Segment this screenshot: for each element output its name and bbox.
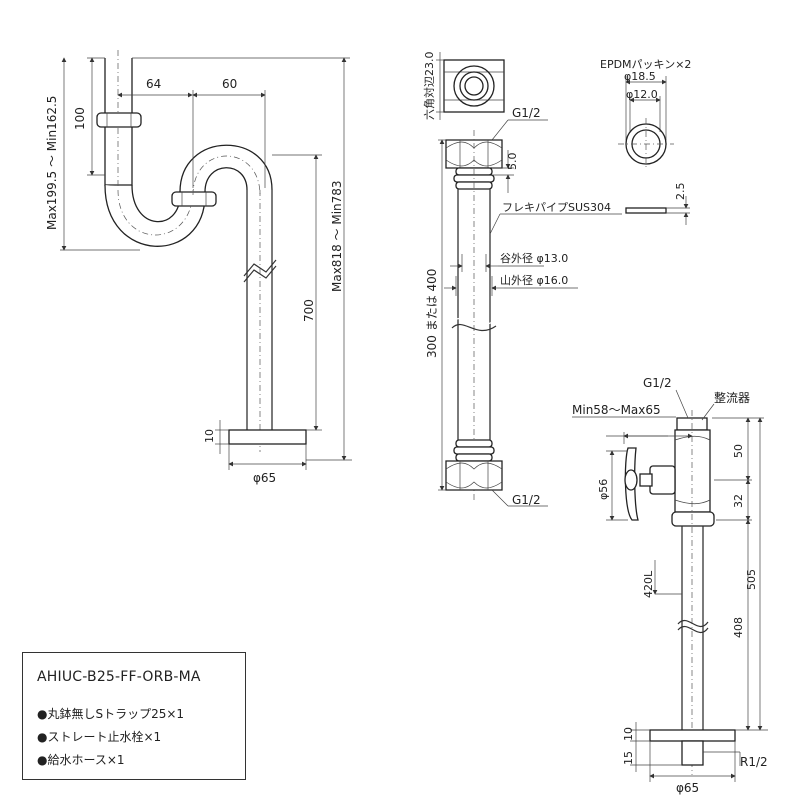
valve-dim-10: 10 [622,727,635,741]
valve-body [674,429,711,513]
spec-item-valve: ●ストレート止水栓×1 [37,730,162,744]
trap-floor-flange [228,429,307,445]
hose-g12-bottom: G1/2 [512,493,541,507]
valve-stem [649,465,676,495]
trap-dim-64: 64 [146,77,161,91]
trap-dim-phi65: φ65 [253,471,276,485]
hose-peak-label: 山外径 φ16.0 [500,274,568,287]
trap-dim-10: 10 [203,429,216,443]
valve-thread-stub [681,740,704,766]
trap-dim-60: 60 [222,77,237,91]
trap-dim-700: 700 [302,299,316,322]
packing-inner: φ12.0 [626,88,658,101]
valve-dim-408: 408 [732,617,745,638]
trap-upper-nut [96,112,142,128]
trap-dim-max-left: Max199.5 ～ Min162.5 [45,96,59,230]
packing-drawing: EPDMパッキン×2 φ18.5 φ12.0 2.5 [600,58,691,225]
valve-rectifier: 整流器 [714,390,750,405]
valve-dim-505: 505 [745,569,758,590]
valve-dim-420: 420L [642,570,655,598]
hose-g12-top: G1/2 [512,106,541,120]
packing-outer: φ18.5 [624,70,656,83]
hose-lower-nut [445,460,503,491]
valve-dim-15: 15 [622,751,635,765]
hose-hex-label: 六角対辺23.0 [422,52,436,121]
hose-flex-label: フレキパイプSUS304 [502,201,611,214]
trap-dim-100: 100 [73,107,87,130]
spec-box: AHIUC-B25-FF-ORB-MA ●丸鉢無しSトラップ25×1 ●ストレー… [22,652,246,780]
spec-item-hose: ●給水ホース×1 [37,753,125,767]
hose-valley-label: 谷外径 φ13.0 [500,252,568,265]
spec-item-trap: ●丸鉢無しSトラップ25×1 [37,707,185,721]
hose-corrugation-bottom [453,439,495,462]
valve-g12: G1/2 [643,376,672,390]
valve-dim-32: 32 [732,494,745,508]
valve-stem-cap [639,473,653,487]
valve-handle-hub [624,469,638,491]
spec-list: ●丸鉢無しSトラップ25×1 ●ストレート止水栓×1 ●給水ホース×1 [37,705,184,774]
valve-dim-50: 50 [732,444,745,458]
stop-valve-drawing: G1/2 整流器 Min58～Max65 φ56 50 32 505 408 4… [572,376,768,795]
flex-hose-drawing: 六角対辺23.0 G1/2 [422,52,622,507]
s-trap-drawing: 64 60 100 Max199.5 ～ Min162.5 Max818 ～ M… [45,50,352,485]
trap-dim-max-right: Max818 ～ Min783 [330,180,344,292]
trap-middle-nut [171,191,217,207]
valve-phi65: φ65 [676,781,699,795]
valve-lower-nut [671,511,715,527]
packing-thickness: 2.5 [674,183,687,201]
spec-model: AHIUC-B25-FF-ORB-MA [37,669,201,685]
valve-range: Min58～Max65 [572,403,661,417]
valve-floor-flange [649,729,736,742]
hose-dim-5: 5.0 [506,153,519,171]
hose-top-hex-view [443,59,505,113]
valve-dim-56: φ56 [597,479,610,500]
valve-r12: R1/2 [740,755,768,769]
packing-side-view [625,207,667,214]
packing-title: EPDMパッキン×2 [600,58,691,71]
hose-length-label: 300 または 400 [425,269,439,358]
